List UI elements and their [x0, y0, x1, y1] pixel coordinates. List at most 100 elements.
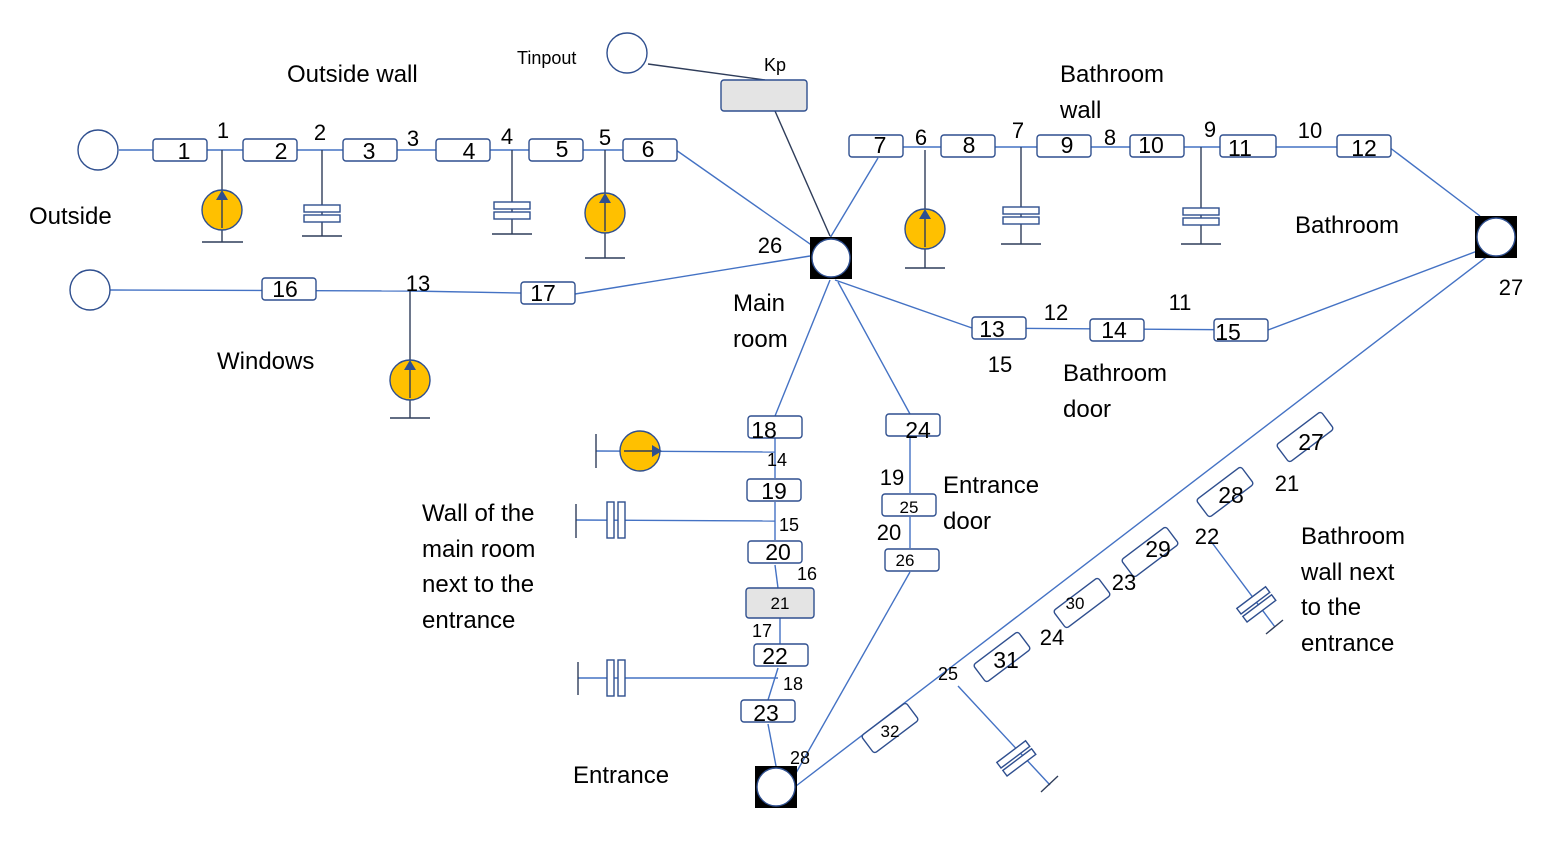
- branch-wires: [221, 147, 1276, 786]
- junction-label: 25: [938, 664, 958, 684]
- resistor-label: 7: [874, 132, 887, 158]
- resistor-32: [861, 702, 919, 754]
- heat-source-icon: [584, 192, 626, 234]
- resistor-label: 29: [1145, 536, 1171, 562]
- outside-label: Outside: [29, 203, 112, 230]
- junction-label: 21: [1275, 471, 1299, 496]
- wall-main-room-label: Wall of the: [422, 500, 535, 527]
- resistor-label: 22: [762, 643, 788, 669]
- resistor-24: 24: [885, 413, 941, 443]
- heat-source-icon: [201, 189, 243, 231]
- windows-label: Windows: [217, 348, 314, 375]
- tinpout-node: [606, 32, 648, 74]
- resistor-13: 13: [971, 316, 1027, 342]
- bathroom-entrance-wall-label: Bathroom: [1301, 523, 1405, 550]
- main-room-label: room: [733, 326, 788, 353]
- capacitor-wall-2: [493, 201, 531, 220]
- wall-main-room-label: entrance: [422, 607, 515, 634]
- junction-label: 9: [1204, 117, 1216, 142]
- junction-label: 15: [988, 352, 1012, 377]
- bathroom-entrance-wall-label: entrance: [1301, 630, 1394, 657]
- resistor-9: 9: [1036, 132, 1092, 158]
- resistor-label: 25: [900, 498, 919, 517]
- kp-label: Kp: [764, 55, 786, 75]
- resistor-26: 26: [884, 548, 940, 572]
- resistor-1: 1: [152, 138, 208, 164]
- kp-resistor: [720, 79, 808, 112]
- resistor-6: 6: [622, 136, 678, 162]
- resistor-label: 11: [1228, 135, 1252, 161]
- node-label: 28: [790, 748, 810, 768]
- capacitor-bathroom-wall-1: [1002, 206, 1040, 225]
- junction-label: 22: [1195, 524, 1219, 549]
- resistor-3: 3: [342, 138, 398, 164]
- resistor-label: 1: [178, 138, 191, 164]
- resistor-label: 15: [1215, 319, 1241, 345]
- capacitor-main-wall-2: [606, 659, 626, 697]
- resistor-label: 3: [363, 138, 376, 164]
- junction-numbers: 1 2 3 4 5 6 7 8 9 10 11 12 13 15 14 15 1…: [217, 117, 1523, 768]
- heat-source-icon: [389, 359, 431, 401]
- resistor-label: 9: [1061, 132, 1074, 158]
- junction-label: 23: [1112, 570, 1136, 595]
- junction-label: 12: [1044, 300, 1068, 325]
- resistor-label: 10: [1138, 132, 1164, 158]
- windows-node: [69, 269, 111, 311]
- bathroom-door-label: door: [1063, 396, 1111, 423]
- heat-sources: [201, 189, 946, 472]
- bathroom-wall-label: wall: [1059, 97, 1101, 124]
- resistor-8: 8: [940, 132, 996, 158]
- resistor-20: 20: [747, 539, 803, 565]
- resistor-11: 11: [1219, 134, 1277, 161]
- resistor-18: 18: [747, 415, 803, 443]
- entrance-label: Entrance: [573, 762, 669, 789]
- junction-label: 15: [779, 515, 799, 535]
- resistor-23: 23: [740, 699, 796, 726]
- resistor-19: 19: [746, 478, 802, 504]
- junction-label: 2: [314, 120, 326, 145]
- resistor-label: 6: [642, 136, 655, 162]
- resistor-label: 30: [1066, 594, 1085, 613]
- resistor-label: 27: [1298, 429, 1324, 455]
- resistor-label: 17: [530, 280, 556, 306]
- resistor-30: [1053, 577, 1111, 629]
- resistor-label: 14: [1101, 317, 1127, 343]
- resistor-label: 16: [272, 276, 298, 302]
- junction-label: 4: [501, 124, 513, 149]
- resistor-15: 15: [1213, 318, 1269, 345]
- resistor-27: [1276, 411, 1334, 463]
- resistor-label: 28: [1218, 482, 1244, 508]
- capacitor-wall-1: [303, 204, 341, 223]
- junction-label: 1: [217, 118, 229, 143]
- capacitor-bathroom-wall-2: [1182, 207, 1220, 226]
- bathroom-label: Bathroom: [1295, 212, 1399, 239]
- resistor-5: 5: [528, 136, 584, 162]
- junction-label: 13: [406, 271, 430, 296]
- resistor-label: 4: [463, 138, 476, 164]
- resistor-label: 20: [765, 539, 791, 565]
- junction-label: 20: [877, 520, 901, 545]
- diagonal-resistors: 27 28 29 30 31 32: [861, 411, 1334, 754]
- capacitor-bathroom-entrance-wall: [1235, 585, 1277, 624]
- resistor-29: [1121, 526, 1179, 578]
- resistor-12: 12: [1336, 134, 1392, 161]
- junction-label: 16: [797, 564, 817, 584]
- capacitors: [303, 201, 1277, 778]
- resistor-label: 32: [881, 722, 900, 741]
- resistor-28: [1196, 466, 1254, 518]
- resistor-17: 17: [520, 280, 576, 306]
- heat-source-icon: [904, 208, 946, 250]
- entrance-door-label: Entrance: [943, 472, 1039, 499]
- bathroom-door-label: Bathroom: [1063, 360, 1167, 387]
- resistors: 1 2 3 4 5 6 7 8 9 10 11 12 16 17 13 14 1…: [152, 79, 1392, 726]
- node-label: 27: [1499, 275, 1523, 300]
- resistor-label: 2: [275, 138, 288, 164]
- main-room-node: [810, 237, 852, 279]
- resistor-label: 12: [1351, 135, 1377, 161]
- ground-bars: [202, 233, 1284, 793]
- resistor-label: 19: [761, 478, 787, 504]
- terminal-nodes: [69, 32, 1517, 808]
- resistor-31: [973, 631, 1031, 683]
- wall-main-room-label: main room: [422, 536, 535, 563]
